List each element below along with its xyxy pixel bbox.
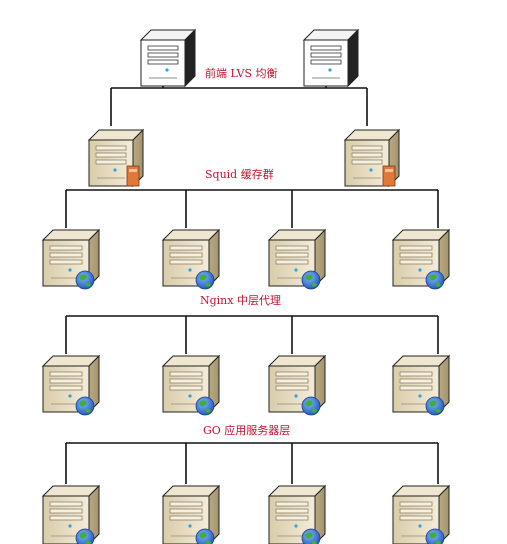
globe-icon [425, 396, 445, 416]
cache-icon [382, 165, 396, 187]
globe-icon [301, 396, 321, 416]
server-icon [161, 484, 221, 544]
cache-icon [126, 165, 140, 187]
globe-icon [195, 270, 215, 290]
server-icon [41, 484, 101, 544]
server-icon [41, 228, 101, 290]
globe-icon [75, 396, 95, 416]
server-icon [161, 354, 221, 416]
globe-icon [301, 528, 321, 544]
tier-label-squid: Squid 缓存群 [205, 167, 274, 181]
globe-icon [195, 528, 215, 544]
server-icon [139, 28, 197, 88]
server-icon [267, 484, 327, 544]
globe-icon [301, 270, 321, 290]
server-icon [267, 354, 327, 416]
server-icon [267, 228, 327, 290]
server-icon [161, 228, 221, 290]
globe-icon [425, 270, 445, 290]
server-nodes [41, 28, 451, 544]
tier-label-nginx: Nginx 中层代理 [200, 294, 281, 307]
server-icon [41, 354, 101, 416]
server-icon [391, 354, 451, 416]
tier-label-go: GO 应用服务器层 [203, 423, 290, 437]
globe-icon [75, 528, 95, 544]
globe-icon [75, 270, 95, 290]
tier-label-lvs: 前端 LVS 均衡 [205, 66, 277, 80]
server-icon [343, 128, 401, 188]
connector-lines [65, 76, 439, 484]
server-icon [302, 28, 360, 88]
globe-icon [425, 528, 445, 544]
globe-icon [195, 396, 215, 416]
server-icon [87, 128, 145, 188]
server-icon [391, 228, 451, 290]
server-icon [391, 484, 451, 544]
